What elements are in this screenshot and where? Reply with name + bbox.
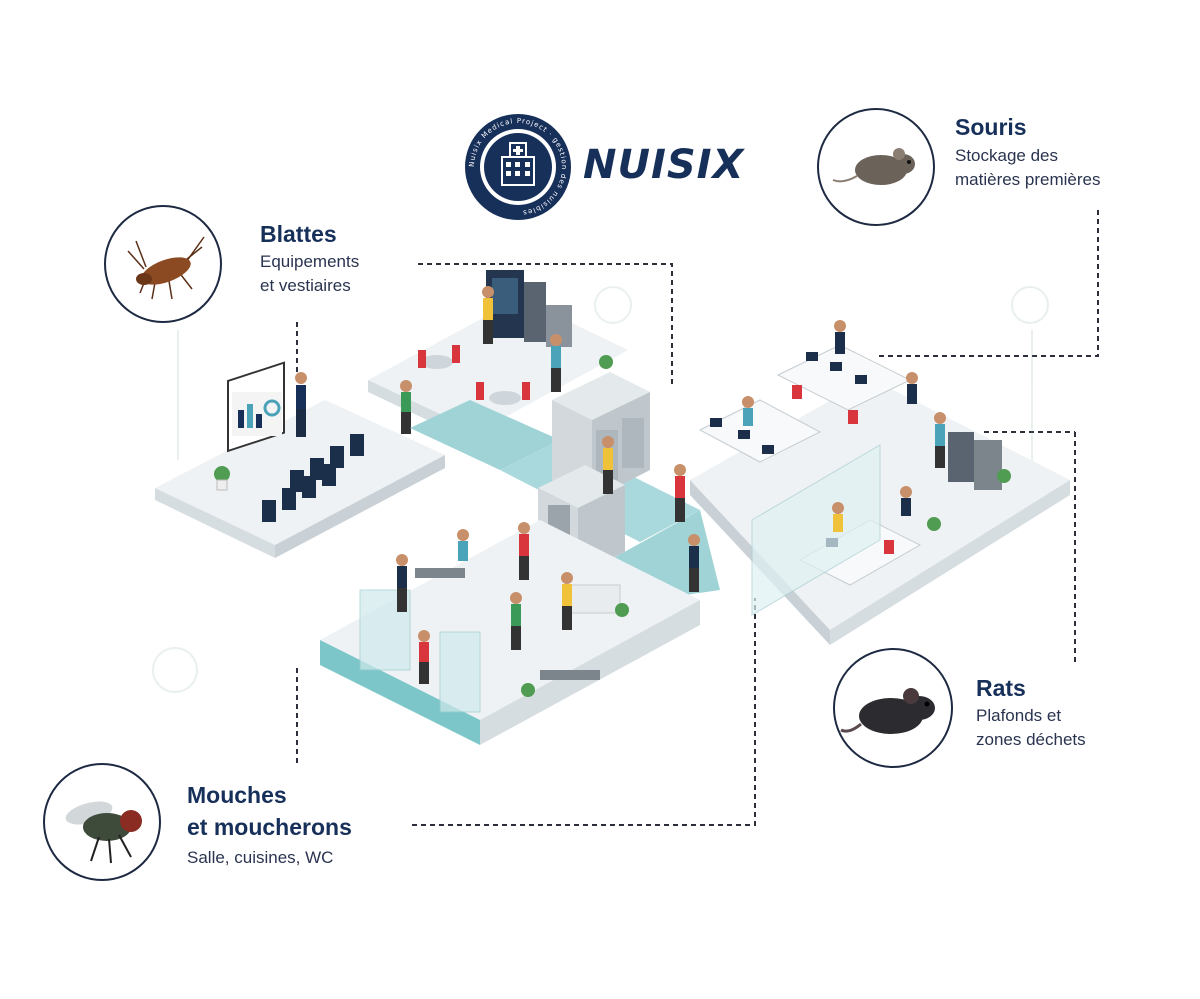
hospital-seal: Nuisix Medical Project · gestion des nui…	[465, 114, 571, 220]
rats-line-2: zones déchets	[976, 730, 1086, 749]
mouse-photo	[817, 108, 935, 226]
meeting-platform	[155, 361, 445, 558]
mouches-title-1: Mouches	[187, 782, 287, 808]
souris-line-2: matières premières	[955, 170, 1101, 189]
rat-photo	[833, 648, 953, 768]
rat-icon	[840, 688, 935, 734]
souris-line-1: Stockage des	[955, 146, 1059, 165]
hospital-icon	[501, 142, 535, 186]
blattes-line-1: Equipements	[260, 252, 360, 271]
rats-title: Rats	[976, 675, 1026, 701]
cockroach-photo	[104, 205, 222, 323]
rats-line-1: Plafonds et	[976, 706, 1062, 725]
fly-photo	[43, 763, 161, 881]
office-platform	[690, 320, 1070, 645]
cafeteria-platform	[368, 270, 628, 444]
fly-icon	[65, 801, 142, 864]
connector-mouches	[412, 598, 756, 826]
mouse-icon	[832, 148, 915, 185]
souris-title: Souris	[955, 114, 1027, 140]
connector-souris	[876, 210, 1099, 357]
blattes-title: Blattes	[260, 221, 337, 247]
cockroach-icon	[127, 236, 205, 300]
connector-blattes-top	[418, 263, 673, 388]
brand-name: NUISIX	[583, 142, 745, 188]
lobby-platform	[320, 436, 700, 745]
mouches-line-1: Salle, cuisines, WC	[187, 848, 334, 867]
blattes-line-2: et vestiaires	[260, 276, 351, 295]
mouches-title-2: et moucherons	[187, 814, 352, 840]
